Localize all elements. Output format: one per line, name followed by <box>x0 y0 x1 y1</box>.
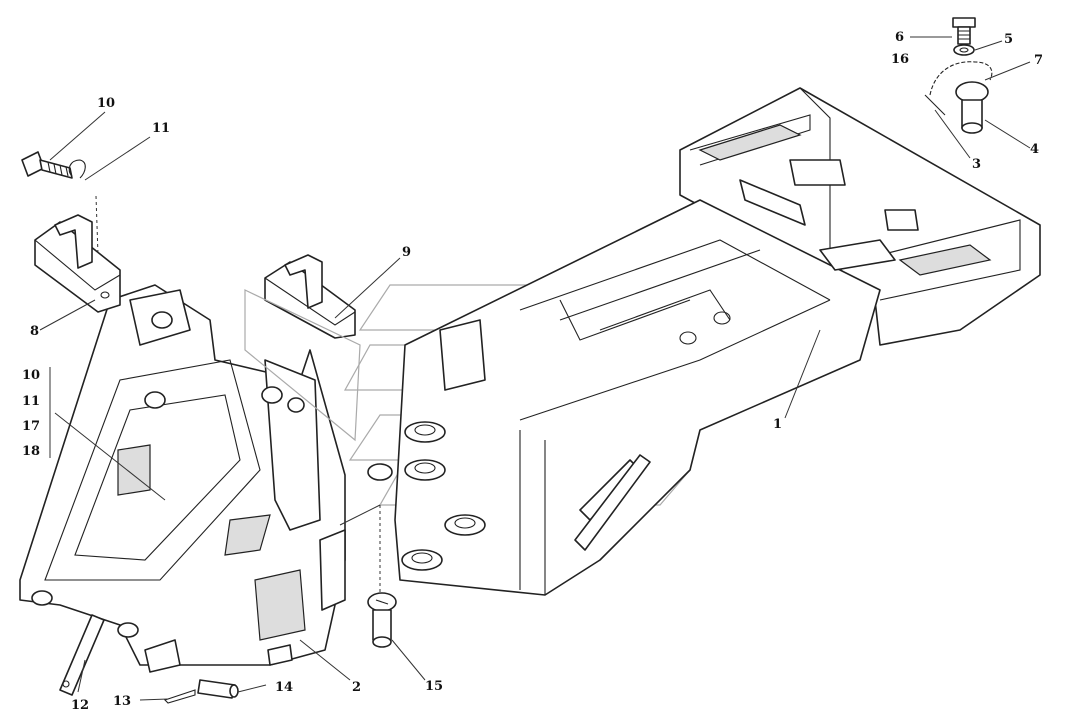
washer-part-5 <box>953 44 975 56</box>
label-9: 9 <box>402 245 411 260</box>
cotter-pin-part-13 <box>163 689 196 704</box>
group-label-17: 17 <box>22 419 40 434</box>
label-13: 13 <box>113 694 131 709</box>
cotter-part-3 <box>924 94 946 116</box>
label-1: 1 <box>773 417 782 432</box>
label-6: 6 <box>895 30 904 45</box>
label-14: 14 <box>275 680 293 695</box>
strap-part-12 <box>59 614 105 696</box>
label-4: 4 <box>1030 142 1039 157</box>
label-10: 10 <box>97 96 115 111</box>
guide-line <box>339 504 381 526</box>
label-16: 16 <box>891 52 909 67</box>
bracket-part-8 <box>34 214 121 313</box>
label-15: 15 <box>425 679 443 694</box>
pin-part-14 <box>197 679 239 699</box>
group-label-10: 10 <box>22 368 40 383</box>
chain-part-7 <box>929 61 993 96</box>
leader-lines <box>39 36 1031 701</box>
label-3: 3 <box>972 157 981 172</box>
group-label-18: 18 <box>22 444 40 459</box>
pin-part-4 <box>955 81 989 134</box>
label-7: 7 <box>1034 53 1043 68</box>
bolt-part-6 <box>952 17 976 45</box>
label-12: 12 <box>71 698 89 713</box>
label-8: 8 <box>30 324 39 339</box>
label-11: 11 <box>152 121 170 136</box>
bracket-part-9 <box>244 254 361 442</box>
label-2: 2 <box>352 680 361 695</box>
label-5: 5 <box>1004 32 1013 47</box>
bolt-part-10 <box>21 151 73 179</box>
part-number-labels: 10 11 8 9 10 11 17 18 1 2 3 4 5 6 7 16 1… <box>22 30 1043 713</box>
group-label-11: 11 <box>22 394 40 409</box>
pin-part-15 <box>367 592 397 648</box>
articulation-frame-part-2 <box>19 284 346 673</box>
main-frame-part-1 <box>367 87 1041 596</box>
washer-part-11 <box>68 159 99 256</box>
